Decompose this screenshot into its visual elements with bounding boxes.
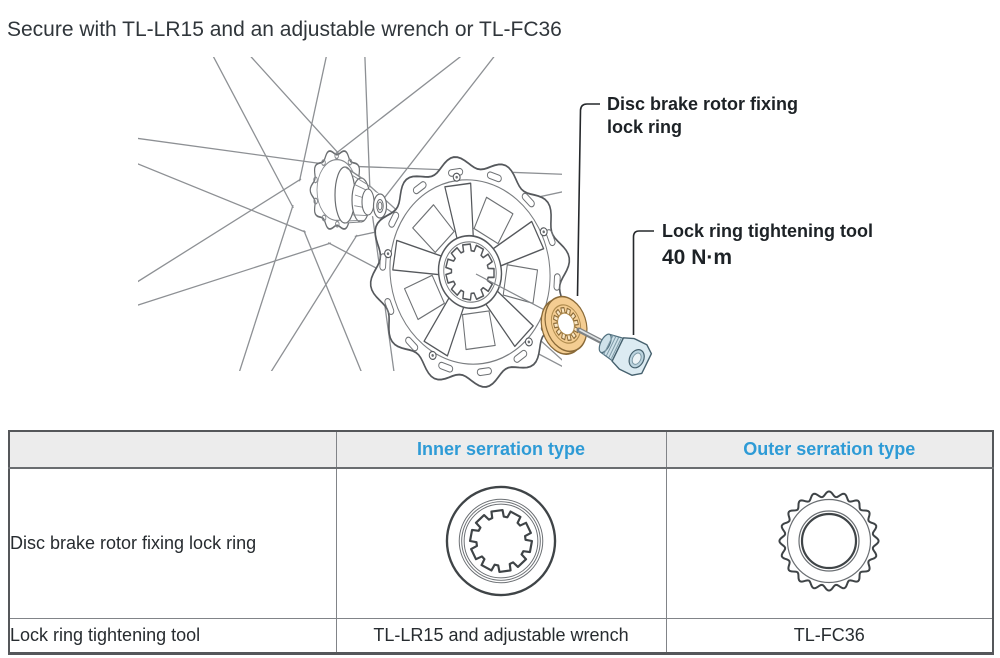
tool-callout-label: Lock ring tightening tool 40 N·m <box>662 220 873 269</box>
cell-outer-tool: TL-FC36 <box>665 617 994 654</box>
cell-outer-serration-icon <box>665 467 994 619</box>
lock-ring-callout-label: Disc brake rotor fixing lock ring <box>607 93 798 139</box>
lock-ring-washer-icon <box>540 295 588 355</box>
table-corner-cell <box>8 430 337 469</box>
outer-serration-ring-icon <box>778 490 880 592</box>
disc-brake-rotor <box>369 156 571 388</box>
assembly-diagram <box>138 57 654 388</box>
page-title: Secure with TL-LR15 and an adjustable wr… <box>7 18 562 42</box>
cell-inner-serration-icon <box>335 467 667 619</box>
row-label-tool: Lock ring tightening tool <box>8 617 337 654</box>
hub-spline-and-axle <box>334 166 388 224</box>
table-header-row: Inner serration type Outer serration typ… <box>8 430 994 469</box>
table-row-lock-ring: Disc brake rotor fixing lock ring <box>8 467 994 619</box>
lock-ring-callout-line2: lock ring <box>607 117 683 137</box>
lock-ring-callout-line <box>576 103 600 297</box>
tool-callout-text: Lock ring tightening tool <box>662 221 873 241</box>
inner-serration-ring-icon <box>445 485 557 596</box>
tool-callout-line <box>632 230 654 335</box>
table-row-tool: Lock ring tightening tool TL-LR15 and ad… <box>8 617 994 654</box>
cell-inner-tool: TL-LR15 and adjustable wrench <box>335 617 667 654</box>
tightening-tool-icon <box>598 333 653 376</box>
torque-value: 40 N·m <box>662 246 733 269</box>
row-label-lock-ring: Disc brake rotor fixing lock ring <box>8 467 337 619</box>
col-header-outer-serration: Outer serration type <box>665 430 994 469</box>
serration-type-table: Inner serration type Outer serration typ… <box>8 430 994 655</box>
lock-ring-callout-line1: Disc brake rotor fixing <box>607 94 799 114</box>
col-header-inner-serration: Inner serration type <box>335 430 667 469</box>
